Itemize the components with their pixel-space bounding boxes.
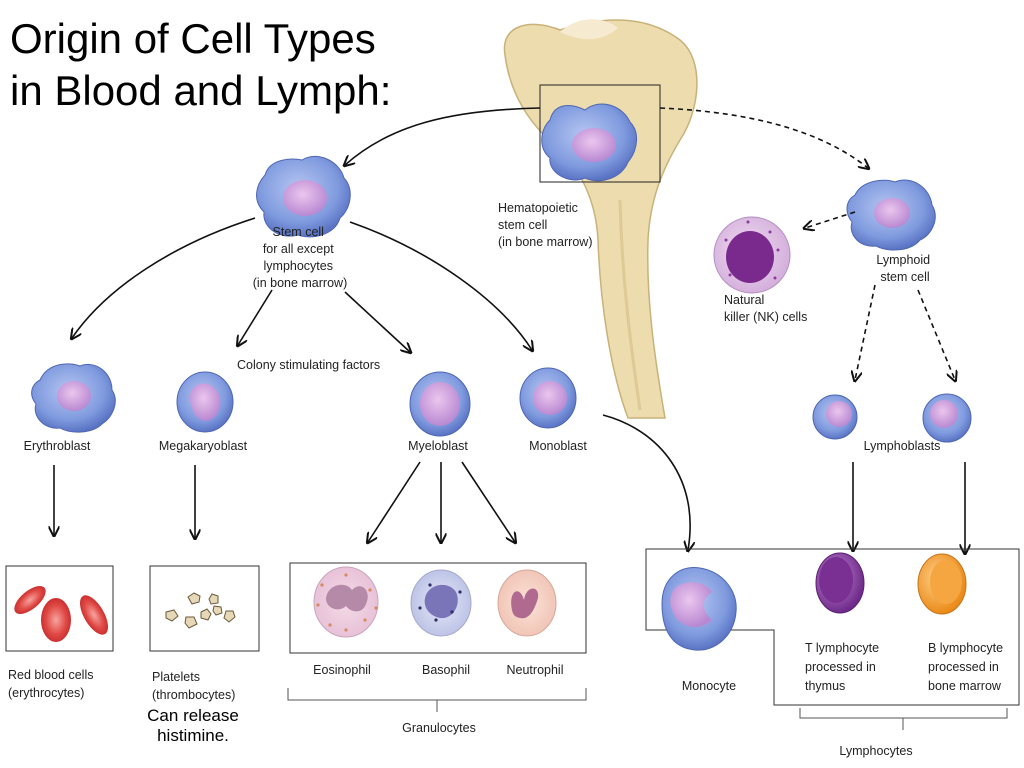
- page-title-line-1: Origin of Cell Types: [10, 15, 376, 62]
- nk-cells-label: Natural killer (NK) cells: [724, 293, 807, 324]
- lymphoid-stem-cell: [846, 179, 936, 251]
- marrow-inset-box: [539, 84, 661, 183]
- lymphocytes-label: Lymphocytes: [839, 744, 912, 758]
- lymphoblast-cell-1: [812, 394, 858, 440]
- erythroblast-cell: [31, 363, 116, 433]
- connector-arrows: [54, 107, 965, 553]
- myeloblast-cell: [409, 371, 471, 437]
- platelets-box: [149, 565, 260, 652]
- monoblast-label: Monoblast: [529, 439, 587, 453]
- hematopoietic-stem-cell-label: Hematopoietic stem cell (in bone marrow): [498, 201, 592, 249]
- megakaryoblast-cell: [176, 371, 234, 433]
- lymphoid-stem-cell-label: Lymphoid stem cell: [876, 253, 933, 284]
- erythroblast-label: Erythroblast: [24, 439, 91, 453]
- hematopoietic-stem-cell: [541, 103, 637, 182]
- neutrophil-label: Neutrophil: [507, 663, 564, 677]
- granulocytes-box: [289, 562, 587, 654]
- histamine-note: Can release histimine.: [113, 706, 273, 746]
- t-lymphocyte-label: T lymphocyte processed in thymus: [805, 641, 883, 693]
- basophil-label: Basophil: [422, 663, 470, 677]
- lymphoblasts-label: Lymphoblasts: [864, 439, 941, 453]
- platelets-label: Platelets (thrombocytes): [152, 670, 235, 702]
- lymphocytes-bracket: [799, 708, 1008, 730]
- granulocytes-bracket: [287, 688, 587, 712]
- lymphoblast-cell-2: [922, 393, 972, 443]
- megakaryoblast-label: Megakaryoblast: [159, 439, 248, 453]
- rbc-box: [5, 565, 114, 652]
- eosinophil-label: Eosinophil: [313, 663, 371, 677]
- red-blood-cells-label: Red blood cells (erythrocytes): [8, 668, 97, 700]
- granulocytes-label: Granulocytes: [402, 721, 476, 735]
- myeloid-stem-cell-label: Stem cell for all except lymphocytes (in…: [253, 225, 347, 290]
- myeloid-stem-cell: [256, 155, 351, 238]
- colony-stimulating-factors-label: Colony stimulating factors: [237, 358, 380, 372]
- monoblast-cell: [519, 367, 577, 429]
- nk-cell: [713, 216, 791, 294]
- myeloblast-label: Myeloblast: [408, 439, 468, 453]
- histamine-note-line-1: Can release: [147, 706, 239, 725]
- b-lymphocyte-label: B lymphocyte processed in bone marrow: [928, 641, 1007, 693]
- histamine-note-line-2: histimine.: [157, 726, 229, 745]
- agranulocytes-box: [645, 548, 1020, 706]
- monocyte-label: Monocyte: [682, 679, 736, 693]
- page-title-line-2: in Blood and Lymph:: [10, 67, 392, 114]
